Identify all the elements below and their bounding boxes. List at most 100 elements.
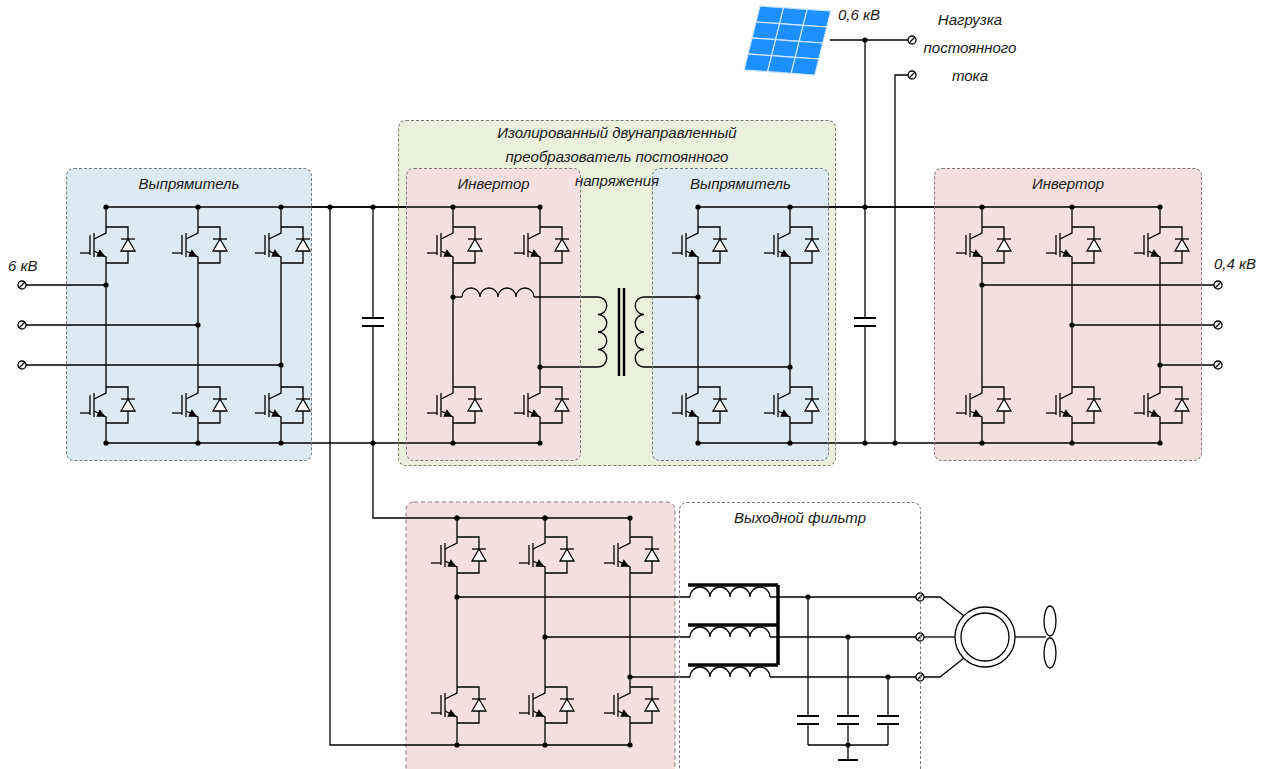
diode-bar bbox=[472, 548, 486, 549]
igbt-collector bbox=[445, 530, 457, 549]
igbt-gate bbox=[1143, 395, 1144, 415]
wire bbox=[644, 366, 790, 367]
igbt-body bbox=[1059, 393, 1060, 417]
wire bbox=[26, 364, 281, 365]
wire bbox=[372, 326, 373, 443]
motor bbox=[955, 607, 1015, 667]
igbt-collector bbox=[533, 530, 545, 549]
junction-dot bbox=[537, 440, 542, 445]
diode-bar bbox=[121, 238, 135, 239]
igbt-body bbox=[617, 543, 618, 567]
diode-symbol bbox=[296, 239, 310, 251]
solar-cell bbox=[768, 56, 796, 74]
igbt-collector bbox=[970, 380, 982, 399]
igbt-arrow bbox=[536, 561, 543, 566]
wire bbox=[372, 207, 373, 318]
wire bbox=[630, 676, 690, 677]
wire bbox=[924, 597, 964, 616]
igbt-body bbox=[969, 233, 970, 257]
wire bbox=[924, 658, 964, 677]
junction-dot bbox=[1157, 440, 1162, 445]
wire bbox=[864, 207, 865, 318]
igbt-gate bbox=[528, 545, 529, 565]
igbt-emitter bbox=[778, 411, 790, 430]
igbt-collector bbox=[269, 380, 281, 399]
igbt-body bbox=[685, 393, 686, 417]
igbt-collector bbox=[528, 380, 540, 399]
diode-symbol bbox=[997, 399, 1011, 411]
igbt-emitter bbox=[441, 251, 453, 270]
igbt-body bbox=[93, 393, 94, 417]
wire bbox=[807, 597, 808, 716]
choke-core bbox=[688, 583, 778, 587]
igbt-gate bbox=[436, 235, 437, 255]
igbt-gate-lead bbox=[80, 252, 90, 253]
igbt-arrow bbox=[444, 251, 451, 256]
junction-dot bbox=[1157, 204, 1162, 209]
igbt-body bbox=[1059, 233, 1060, 257]
diode-symbol bbox=[472, 549, 486, 561]
voltage-label: 0,6 кВ bbox=[838, 6, 898, 24]
terminal-slash bbox=[1215, 362, 1221, 368]
igbt-gate bbox=[523, 235, 524, 255]
terminal-slash bbox=[917, 634, 923, 640]
panel-fill bbox=[406, 168, 581, 461]
igbt-body bbox=[185, 233, 186, 257]
igbt-gate-lead bbox=[519, 562, 529, 563]
panel-fill bbox=[66, 168, 312, 461]
igbt-emitter bbox=[778, 251, 790, 270]
junction-dot bbox=[862, 440, 867, 445]
igbt-collector bbox=[778, 380, 790, 399]
terminal-slash bbox=[19, 362, 25, 368]
igbt-arrow bbox=[531, 411, 538, 416]
diode-symbol bbox=[805, 239, 819, 251]
wire bbox=[629, 580, 630, 680]
junction-dot bbox=[627, 515, 632, 520]
wire bbox=[887, 724, 888, 745]
igbt-arrow bbox=[444, 411, 451, 416]
terminal-slash bbox=[19, 322, 25, 328]
solar-cell bbox=[744, 54, 772, 72]
wire bbox=[452, 270, 453, 380]
diode-bar bbox=[1175, 238, 1189, 239]
solar-cell bbox=[776, 24, 804, 42]
igbt-body bbox=[617, 693, 618, 717]
igbt-emitter bbox=[618, 561, 630, 580]
solar-cell bbox=[780, 8, 808, 26]
wire bbox=[106, 206, 540, 207]
solar-cell bbox=[799, 25, 827, 43]
igbt-body bbox=[532, 693, 533, 717]
junction-dot bbox=[627, 742, 632, 747]
panel-fill bbox=[679, 502, 921, 769]
igbt-gate-lead bbox=[255, 412, 265, 413]
diode-bar bbox=[213, 398, 227, 399]
igbt-collector bbox=[528, 220, 540, 239]
solar-panel bbox=[744, 6, 831, 75]
igbt-arrow bbox=[189, 251, 196, 256]
terminal-slash bbox=[917, 594, 923, 600]
igbt-gate bbox=[523, 395, 524, 415]
igbt-gate bbox=[1055, 235, 1056, 255]
igbt-arrow bbox=[781, 251, 788, 256]
igbt-arrow bbox=[97, 251, 104, 256]
junction-dot bbox=[450, 204, 455, 209]
diode-symbol bbox=[213, 399, 227, 411]
terminal bbox=[908, 71, 916, 79]
igbt-arrow bbox=[531, 251, 538, 256]
block-title: Выходной фильтр bbox=[680, 503, 920, 527]
diode-bar bbox=[1175, 398, 1189, 399]
diode-bar bbox=[121, 398, 135, 399]
igbt-body bbox=[268, 233, 269, 257]
junction-dot bbox=[862, 37, 867, 42]
igbt-body bbox=[440, 393, 441, 417]
solar-cell bbox=[756, 6, 784, 24]
block-frame: Инвертор bbox=[934, 168, 1202, 461]
igbt-collector bbox=[686, 220, 698, 239]
diode-symbol bbox=[713, 239, 727, 251]
igbt-arrow bbox=[1151, 411, 1158, 416]
igbt-arrow bbox=[689, 411, 696, 416]
igbt-emitter bbox=[1148, 411, 1160, 430]
igbt-gate-lead bbox=[672, 412, 682, 413]
wire bbox=[770, 596, 916, 597]
block-title: Выпрямитель bbox=[67, 169, 311, 193]
